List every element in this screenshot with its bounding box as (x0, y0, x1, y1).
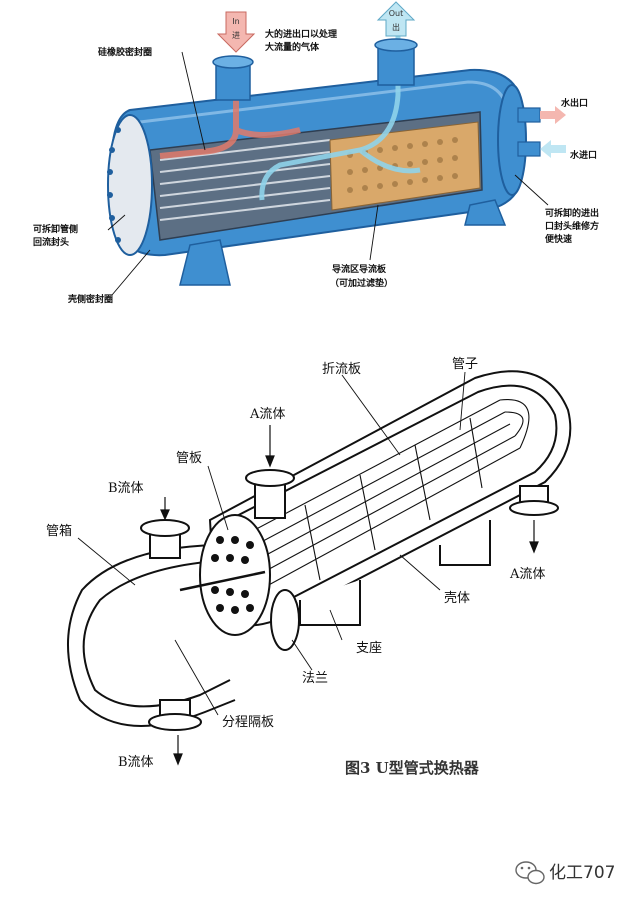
label-baffle-2: （可加过滤垫） (330, 277, 393, 289)
inlet-arrow: In 进 (216, 11, 256, 53)
label-tube-sheet: 管板 (176, 451, 202, 466)
label-water-in: 水进口 (570, 149, 597, 161)
top-support-left (179, 239, 231, 286)
bottom-utube-illustration: 折流板 管子 A流体 管板 B流体 管箱 A流体 壳体 支座 法兰 分程隔板 B… (46, 357, 572, 777)
watermark: 化工707 (515, 861, 615, 885)
top-exchanger-illustration: In 进 Out 出 硅橡胶密封圈 大的进出口以处理 大流量的气体 水出口 水进… (33, 1, 599, 305)
cold-flow-path (259, 30, 421, 201)
u-channel-head (82, 559, 231, 708)
label-channel: 管箱 (46, 523, 72, 539)
label-pass-partition: 分程隔板 (222, 715, 274, 730)
tube-sheet (199, 514, 271, 636)
label-removable-port-3: 便快速 (545, 233, 572, 245)
label-removable-head-1: 可拆卸管侧 (33, 223, 78, 235)
nozzle-a-right (509, 485, 559, 516)
label-fluid-b-top: B流体 (108, 481, 144, 496)
wechat-icon (515, 861, 545, 885)
end-head (107, 114, 153, 256)
label-removable-head-2: 回流封头 (33, 236, 69, 248)
label-shell: 壳体 (444, 591, 470, 606)
tube-bundle (159, 139, 331, 221)
nozzle-a-top (245, 469, 295, 519)
figure-caption: 图3 U型管式换热器 (345, 759, 480, 777)
label-baffle: 折流板 (322, 362, 361, 377)
label-flange: 法兰 (302, 671, 328, 686)
label-removable-port-2: 口封头维修方 (545, 220, 599, 232)
top-support-right (464, 199, 507, 226)
label-support: 支座 (356, 641, 382, 656)
baffle-plates (304, 417, 483, 581)
label-large-port-2: 大流量的气体 (265, 41, 320, 53)
water-out-arrow (540, 106, 566, 124)
support-right (439, 520, 491, 566)
pass-partition-plate (179, 570, 266, 592)
label-water-out: 水出口 (561, 97, 588, 109)
hot-flow-path (159, 60, 301, 159)
label-removable-port-1: 可拆卸的进出 (545, 207, 599, 219)
label-shell-seal: 壳侧密封圈 (67, 293, 113, 305)
label-fluid-a-right: A流体 (509, 567, 545, 582)
svg-text:Out: Out (389, 9, 404, 18)
svg-text:In: In (232, 17, 239, 26)
label-fluid-b-bottom: B流体 (118, 755, 154, 770)
nozzle-b-bottom (148, 699, 202, 731)
svg-text:进: 进 (232, 31, 240, 40)
label-fluid-a-top: A流体 (249, 407, 285, 422)
label-baffle-1: 导流区导流板 (332, 263, 387, 275)
support-left (299, 580, 361, 626)
nozzle-b-top (140, 519, 190, 559)
water-in-arrow (540, 140, 566, 158)
outlet-arrow: Out 出 (376, 1, 416, 37)
label-rubber-seal: 硅橡胶密封圈 (98, 46, 152, 58)
flange-ring (270, 589, 300, 651)
label-tubes: 管子 (452, 357, 478, 372)
watermark-text: 化工707 (549, 863, 615, 883)
svg-text:出: 出 (392, 22, 400, 32)
label-large-port-1: 大的进出口以处理 (265, 28, 337, 40)
